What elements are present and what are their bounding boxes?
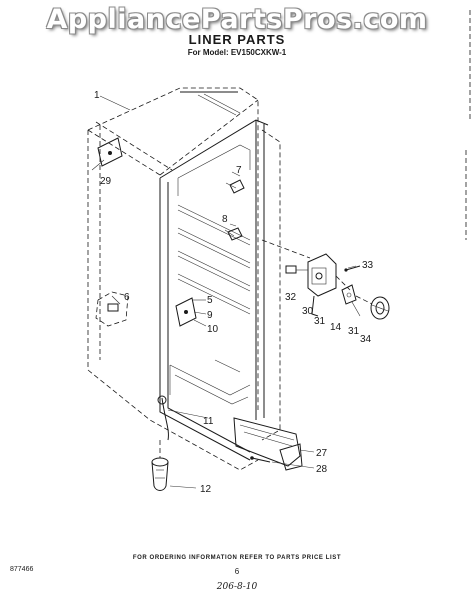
part-27-28-hinge [233, 417, 315, 471]
scan-edge-marks [465, 10, 471, 240]
drawing-code: 877466 [10, 566, 34, 573]
callout-8: 8 [222, 214, 228, 225]
watermark: AppliancePartsPros.com [46, 4, 428, 35]
liner-shell [87, 87, 281, 471]
callout-33: 33 [362, 260, 374, 271]
part-6-support [95, 291, 129, 327]
callout-1: 1 [94, 90, 100, 101]
callout-31a: 31 [314, 316, 326, 327]
part-5-9-10-bracket [175, 297, 207, 327]
callout-34: 34 [360, 334, 372, 345]
part-7-clip [225, 179, 245, 194]
light-assembly [261, 239, 390, 320]
page-title: LINER PARTS [188, 32, 286, 47]
model-line: For Model: EV150CXKW-1 [187, 48, 287, 57]
part-12-drain-pan [151, 440, 197, 491]
callout-32: 32 [285, 292, 297, 303]
ordering-note: FOR ORDERING INFORMATION REFER TO PARTS … [132, 555, 342, 561]
callout-labels: 1 29 7 8 6 5 9 10 11 12 33 32 30 31 14 3… [94, 90, 374, 495]
callout-29: 29 [100, 176, 112, 187]
callout-31b: 31 [348, 326, 360, 337]
callout-5: 5 [207, 295, 213, 306]
leader-lines [99, 95, 361, 317]
callout-9: 9 [207, 310, 213, 321]
callout-12: 12 [200, 484, 212, 495]
callout-10: 10 [207, 324, 219, 335]
callout-27: 27 [316, 448, 328, 459]
page-number: 6 [234, 567, 240, 576]
callout-6: 6 [124, 292, 130, 303]
callout-30: 30 [302, 306, 314, 317]
callout-7: 7 [236, 165, 242, 176]
callout-11: 11 [203, 416, 214, 427]
part-8-clip [224, 227, 243, 241]
callout-14: 14 [330, 322, 342, 333]
callout-28: 28 [316, 464, 328, 475]
part-11-drain-tube [157, 395, 209, 441]
handwritten-code: 206-8-10 [216, 582, 258, 592]
part-29-bracket [91, 137, 123, 171]
